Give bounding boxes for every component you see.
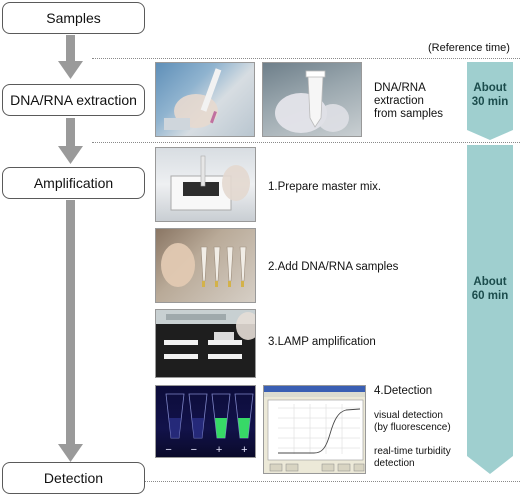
tube-sign-4: + (241, 444, 248, 456)
step1-label: 1.Prepare master mix. (268, 181, 382, 193)
fluorescence-tubes-icon (165, 393, 254, 439)
separator-top (92, 58, 520, 59)
step2-photo (155, 228, 256, 303)
extraction-photo-pipetting (155, 62, 255, 137)
tube-sign-3: + (215, 444, 223, 456)
time-extraction-line1: About (473, 82, 507, 94)
tube-signs: − − + + (156, 444, 255, 456)
time-amplification-line2: 60 min (471, 290, 509, 302)
stage-detection: Detection (2, 462, 145, 494)
stage-extraction-label: DNA/RNA extraction (10, 92, 137, 108)
time-bars (467, 62, 513, 474)
extraction-note-line3: from samples (374, 108, 444, 120)
tube-sign-1: − (165, 444, 172, 456)
stage-samples: Samples (2, 2, 145, 34)
extraction-photo-tube (262, 62, 362, 137)
visual-detection-note: visual detection (by fluorescence) (374, 410, 451, 434)
master-mix-block-icon (170, 155, 250, 211)
turbidity-detection-line1: real-time turbidity (374, 446, 451, 457)
extraction-note: DNA/RNA extraction from samples (374, 82, 443, 121)
extraction-note-line1: DNA/RNA (374, 82, 426, 94)
step4-fluorescence-photo: − − + + (155, 385, 256, 458)
step4-turbidity-window (263, 385, 366, 474)
time-bar-extraction (467, 62, 513, 140)
step1-photo (155, 147, 256, 222)
stage-samples-label: Samples (46, 10, 101, 26)
sample-tubes-icon (161, 243, 247, 287)
time-amplification: About 60 min (467, 275, 513, 303)
separator-bottom (145, 481, 520, 482)
stage-detection-label: Detection (43, 470, 104, 486)
separator-middle (92, 142, 520, 143)
stage-amplification: Amplification (2, 167, 145, 199)
time-bar-amplification (467, 145, 513, 474)
time-extraction: About 30 min (467, 81, 513, 109)
visual-detection-line1: visual detection (374, 410, 443, 421)
turbidity-detection-note: real-time turbidity detection (374, 446, 451, 470)
time-extraction-line2: 30 min (471, 96, 509, 108)
tube-sign-2: − (190, 444, 198, 456)
stage-extraction: DNA/RNA extraction (2, 84, 145, 116)
time-amplification-line1: About (473, 276, 507, 288)
step3-label: 3.LAMP amplification (268, 336, 376, 348)
tube-hand-icon (275, 70, 349, 133)
lamp-instrument-icon (156, 310, 255, 359)
pipette-hand-icon (164, 68, 222, 130)
step2-label: 2.Add DNA/RNA samples (268, 261, 399, 273)
step3-photo (155, 309, 256, 378)
process-arrows (58, 35, 83, 462)
step4-label: 4.Detection (374, 385, 433, 397)
reference-time-label: (Reference time) (428, 42, 510, 54)
stage-amplification-label: Amplification (33, 175, 114, 191)
extraction-note-line2: extraction (374, 95, 424, 107)
visual-detection-line2: (by fluorescence) (374, 422, 451, 433)
turbidity-detection-line2: detection (374, 458, 415, 469)
turbidity-software-screenshot (264, 386, 365, 472)
